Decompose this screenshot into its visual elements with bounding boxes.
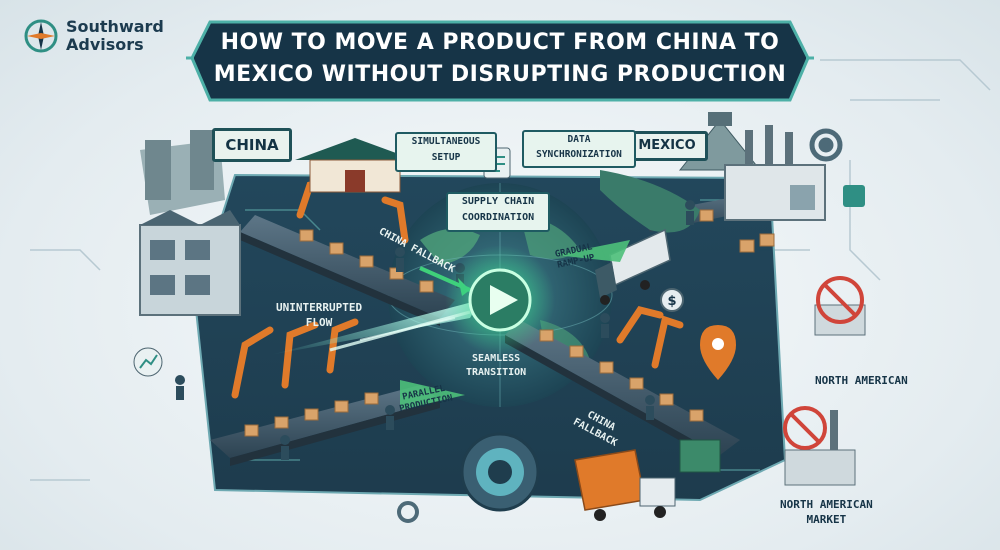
container-truck-icon: [574, 449, 676, 521]
brand-name-line1: Southward: [66, 17, 164, 36]
supply-chain-tag: SUPPLY CHAIN COORDINATION: [446, 192, 550, 232]
tag-line: SIMULTANEOUS: [411, 136, 481, 147]
no-factory-icon-2: [783, 406, 856, 486]
great-wall-icon: [140, 130, 225, 215]
gear-icon: [809, 128, 843, 162]
simultaneous-setup-tag: SIMULTANEOUS SETUP: [395, 132, 497, 172]
tag-line: SYNCHRONIZATION: [536, 149, 622, 160]
light-beam: [270, 300, 480, 355]
page-title: HOW TO MOVE A PRODUCT FROM CHINA TO MEXI…: [190, 14, 810, 104]
tag-line: COORDINATION: [461, 212, 535, 223]
china-label: CHINA: [212, 128, 292, 162]
seamless-transition-label: SEAMLESS TRANSITION: [466, 352, 526, 380]
mexico-map-icon: [600, 170, 700, 233]
location-pin-icon: [700, 325, 736, 380]
mexico-label: MEXICO: [626, 131, 708, 161]
flow-arrow-parallel: [400, 380, 465, 410]
data-sync-tag: DATA SYNCHRONIZATION: [522, 130, 636, 168]
upper-conveyor: [240, 215, 455, 326]
title-line-1: HOW TO MOVE A PRODUCT FROM CHINA TO: [220, 30, 780, 55]
brand-logo: Southward Advisors: [24, 18, 164, 54]
label-line: UNINTERRUPTED: [276, 301, 363, 314]
play-icon[interactable]: [445, 245, 555, 355]
mexico-factory-icon: [724, 125, 826, 221]
gear-small-icon: [397, 501, 419, 523]
label-line: NORTH AMERICAN: [780, 498, 873, 511]
north-american-market-label: NORTH AMERICAN MARKET: [780, 497, 873, 527]
dollar-icon: $: [660, 288, 684, 312]
compass-logo-icon: [24, 19, 58, 53]
tag-line: SUPPLY CHAIN: [461, 196, 535, 207]
brand-name-line2: Advisors: [66, 35, 144, 54]
chart-icon: [133, 347, 163, 377]
tag-line: SETUP: [431, 152, 461, 163]
gear-large-icon: [460, 432, 540, 512]
flow-arrow-ramp: [555, 240, 630, 262]
no-factory-icon: [814, 276, 866, 336]
container-icon: [679, 439, 721, 473]
truck-icon: [595, 228, 671, 305]
mexico-conveyor: [505, 320, 740, 463]
title-line-2: MEXICO WITHOUT DISRUPTING PRODUCTION: [213, 62, 787, 87]
north-american-label: NORTH AMERICAN: [815, 374, 908, 387]
label-line: MARKET: [806, 513, 847, 526]
tag-line: DATA: [567, 134, 591, 145]
cube-icon: [843, 185, 865, 207]
label-line: TRANSITION: [466, 367, 527, 378]
label-line: FLOW: [305, 316, 333, 329]
china-factory-icon: [139, 210, 241, 316]
uninterrupted-flow-label: UNINTERRUPTED FLOW: [276, 300, 362, 330]
svg-text:$: $: [667, 294, 676, 309]
package-boxes: [244, 203, 775, 437]
label-line: SEAMLESS: [472, 353, 521, 364]
pagoda-icon: [295, 138, 415, 193]
